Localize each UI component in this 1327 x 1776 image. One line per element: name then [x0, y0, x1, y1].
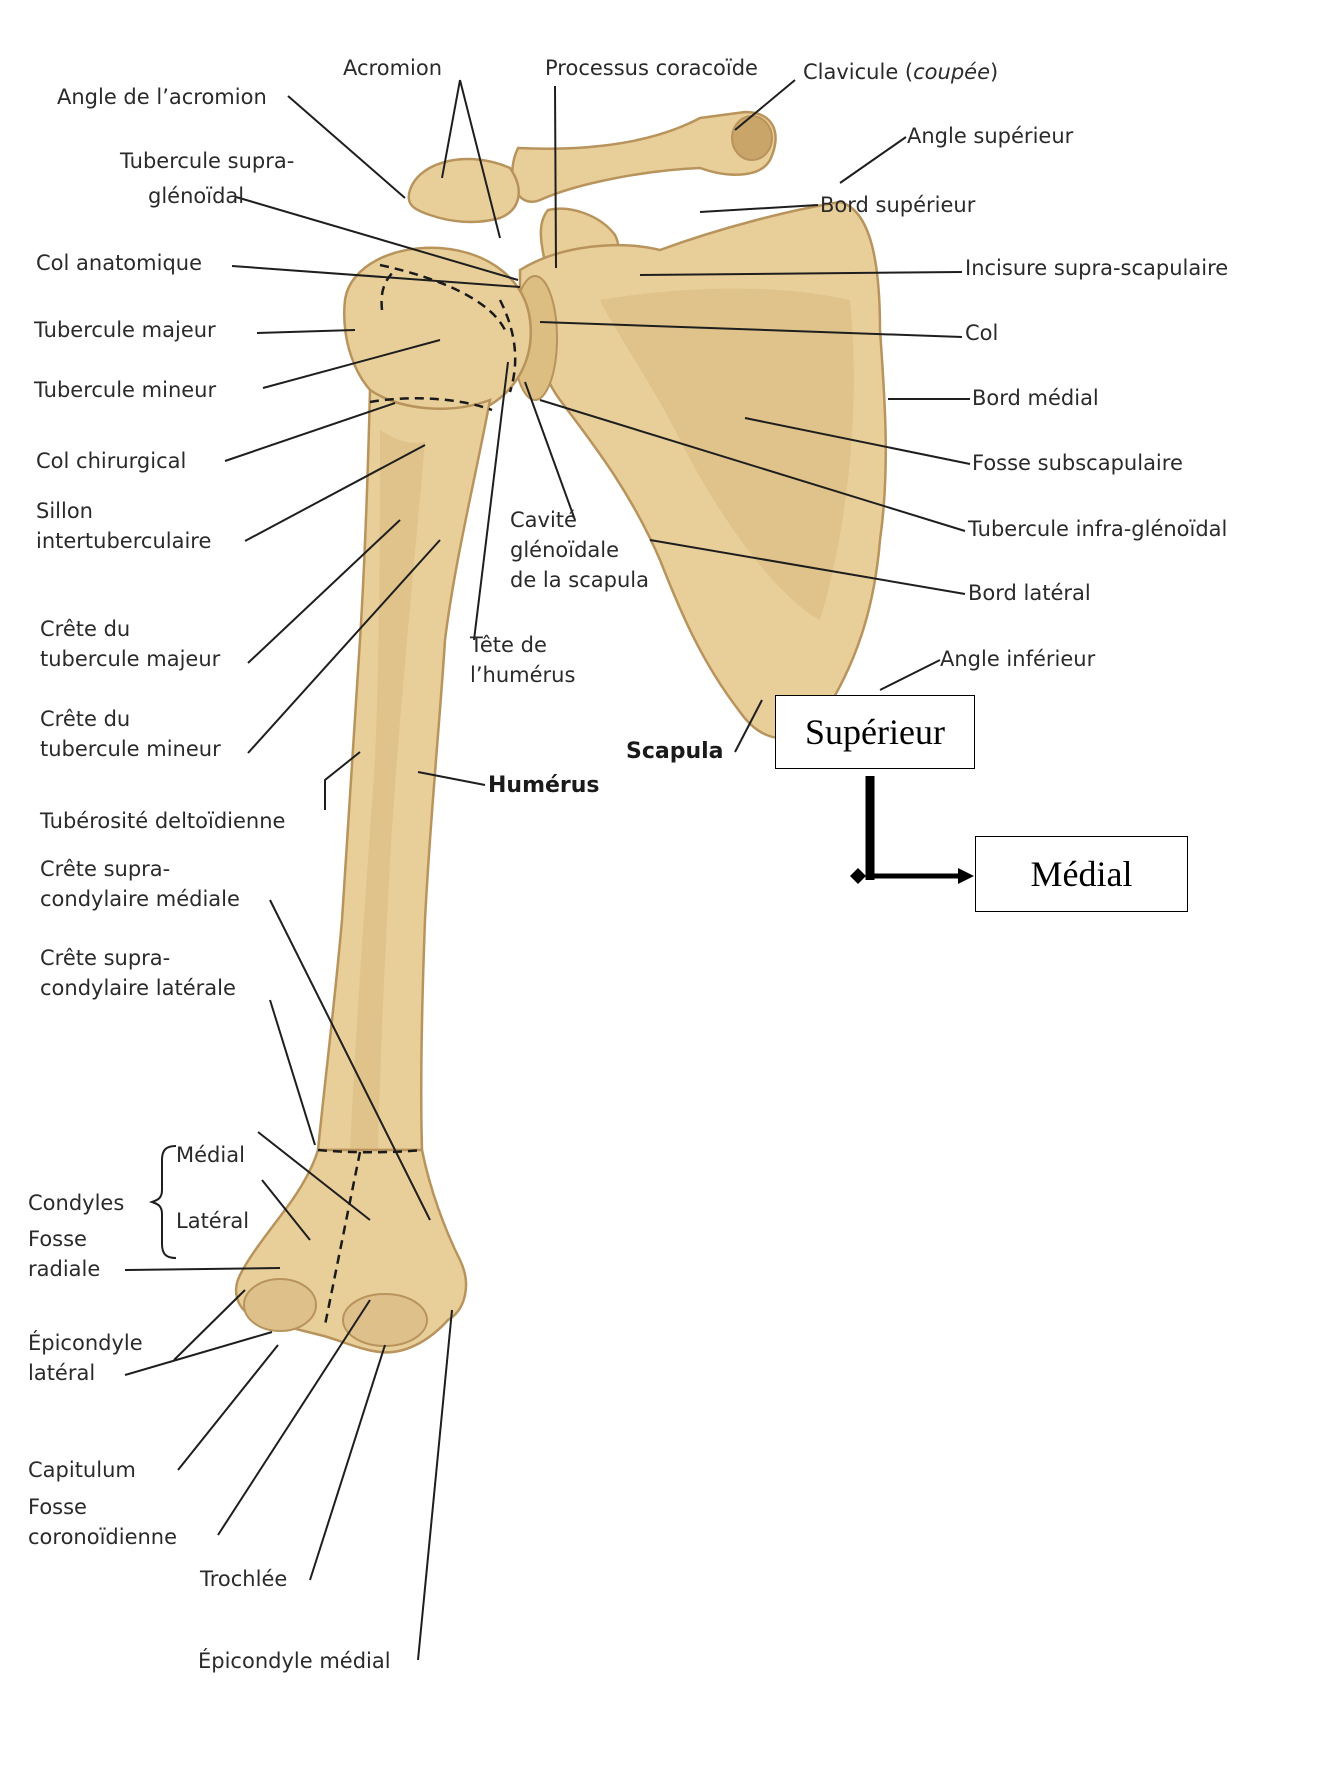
label-fosse-coro-1: Fosse: [28, 1495, 87, 1519]
label-angle-inferieur: Angle inférieur: [940, 647, 1096, 671]
acromion-shape: [409, 159, 519, 222]
label-epicondyle-lat-1: Épicondyle: [28, 1330, 143, 1355]
label-clavicule: Clavicule (coupée): [803, 60, 998, 84]
corner-arrowhead: [850, 868, 866, 884]
orientation-arrows: [850, 776, 974, 884]
label-tubercule-supra-2: glénoïdal: [148, 184, 244, 208]
label-tubercule-mineur: Tubercule mineur: [33, 378, 216, 402]
label-incisure: Incisure supra-scapulaire: [965, 256, 1228, 280]
label-crete-majeur-1: Crête du: [40, 617, 130, 641]
label-crete-supra-med-2: condylaire médiale: [40, 887, 240, 911]
label-sillon-1: Sillon: [36, 499, 93, 523]
label-col-chirurgical: Col chirurgical: [36, 449, 186, 473]
label-sillon-2: intertuberculaire: [36, 529, 211, 553]
label-angle-acromion: Angle de l’acromion: [57, 85, 267, 109]
label-angle-superieur: Angle supérieur: [907, 124, 1074, 148]
label-condyle-lateral: Latéral: [176, 1209, 249, 1233]
label-tubercule-supra-1: Tubercule supra-: [119, 149, 294, 173]
label-processus-coracoide: Processus coracoïde: [545, 56, 758, 80]
label-epicondyle-medial: Épicondyle médial: [198, 1648, 391, 1673]
label-epicondyle-lat-2: latéral: [28, 1361, 95, 1385]
label-capitulum: Capitulum: [28, 1458, 136, 1482]
label-humerus: Humérus: [488, 773, 600, 798]
label-bord-medial: Bord médial: [972, 386, 1099, 410]
label-crete-supra-lat-1: Crête supra-: [40, 946, 170, 970]
label-tuberosite: Tubérosité deltoïdienne: [39, 809, 285, 833]
label-tete-2: l’humérus: [470, 663, 575, 687]
label-fosse-radiale-2: radiale: [28, 1257, 100, 1281]
label-trochlee: Trochlée: [199, 1567, 287, 1591]
label-condyle-medial: Médial: [176, 1143, 245, 1167]
label-crete-supra-lat-2: condylaire latérale: [40, 976, 236, 1000]
superieur-box: Supérieur: [775, 695, 975, 769]
medial-arrowhead: [958, 868, 974, 884]
label-fosse-coro-2: coronoïdienne: [28, 1525, 177, 1549]
label-crete-supra-med-1: Crête supra-: [40, 857, 170, 881]
medial-box: Médial: [975, 836, 1188, 912]
label-cavite-2: glénoïdale: [510, 538, 619, 562]
label-col-anatomique: Col anatomique: [36, 251, 202, 275]
label-cavite-3: de la scapula: [510, 568, 649, 592]
label-bord-superieur: Bord supérieur: [820, 193, 976, 217]
label-tubercule-majeur: Tubercule majeur: [33, 318, 216, 342]
label-fosse-subscapulaire: Fosse subscapulaire: [972, 451, 1183, 475]
label-tete-1: Tête de: [469, 633, 547, 657]
label-condyles: Condyles: [28, 1191, 124, 1215]
label-crete-mineur-2: tubercule mineur: [40, 737, 221, 761]
capitulum-shape: [244, 1279, 316, 1331]
clavicle-cut-surface: [732, 116, 772, 160]
label-scapula: Scapula: [626, 739, 724, 764]
label-acromion: Acromion: [343, 56, 442, 80]
label-tubercule-infra: Tubercule infra-glénoïdal: [967, 517, 1227, 541]
label-cavite-1: Cavité: [510, 508, 577, 532]
label-col: Col: [965, 321, 998, 345]
label-fosse-radiale-1: Fosse: [28, 1227, 87, 1251]
trochlea-shape: [343, 1294, 427, 1346]
label-bord-lateral: Bord latéral: [968, 581, 1091, 605]
label-crete-mineur-1: Crête du: [40, 707, 130, 731]
label-crete-majeur-2: tubercule majeur: [40, 647, 221, 671]
